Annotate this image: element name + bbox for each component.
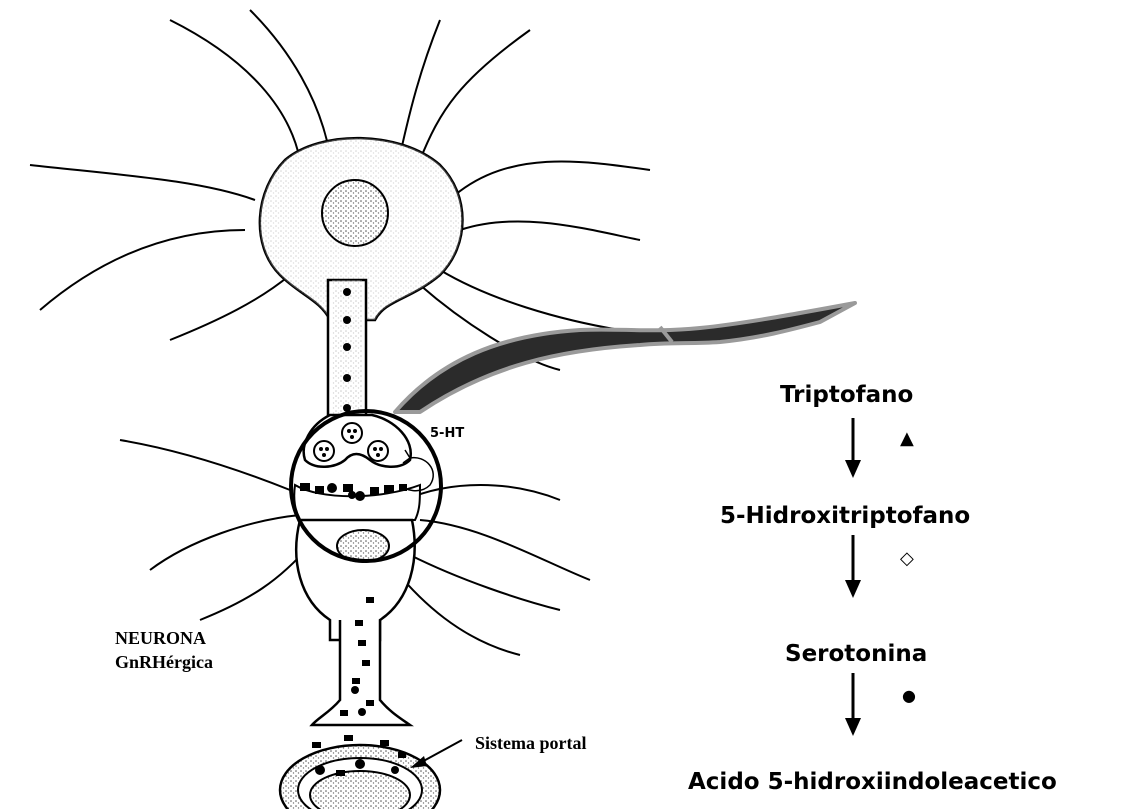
pathway-step-5-hiaa: Acido 5-hidroxiindoleacetico xyxy=(688,769,1057,795)
upper-dendrite-bottom-left xyxy=(170,275,290,340)
pathway-step-tryptophan: Triptofano xyxy=(780,382,913,408)
upper-dendrite-right xyxy=(455,161,650,195)
upper-dendrite-top-left-2 xyxy=(250,10,330,155)
neuron-label-line2: GnRHérgica xyxy=(115,652,213,673)
pathway-arrow-1-icon xyxy=(845,418,861,478)
triangle-icon: ▲ xyxy=(900,428,914,449)
upper-dendrite-top-left xyxy=(170,20,300,160)
vesicle xyxy=(343,374,351,382)
vesicle xyxy=(343,343,351,351)
portal-pointer-arrow-icon xyxy=(410,740,462,768)
pathway-arrows xyxy=(845,418,861,736)
dot-icon: ● xyxy=(902,686,916,705)
pathway-step-serotonin: Serotonina xyxy=(785,641,927,667)
pathway-arrow-2-icon xyxy=(845,535,861,598)
neuron-label-line1: NEURONA xyxy=(115,628,206,649)
vesicle xyxy=(343,316,351,324)
diamond-icon: ◇ xyxy=(900,548,914,569)
portal-label: Sistema portal xyxy=(475,733,587,754)
pathway-arrow-3-icon xyxy=(845,673,861,736)
upper-axon xyxy=(328,280,366,420)
upper-dendrite-left-2 xyxy=(40,230,245,310)
upper-dendrite-top-right-2 xyxy=(400,20,440,155)
5ht-label: 5-HT xyxy=(430,426,464,441)
portal-vessel xyxy=(280,735,440,809)
upper-dendrite-top-right xyxy=(420,30,530,160)
pathway-step-5-htp: 5-Hidroxitriptofano xyxy=(720,503,970,529)
vesicle xyxy=(343,288,351,296)
upper-dendrite-left xyxy=(30,165,255,200)
upper-dendrite-right-2 xyxy=(460,221,640,240)
upper-nucleus xyxy=(322,180,388,246)
